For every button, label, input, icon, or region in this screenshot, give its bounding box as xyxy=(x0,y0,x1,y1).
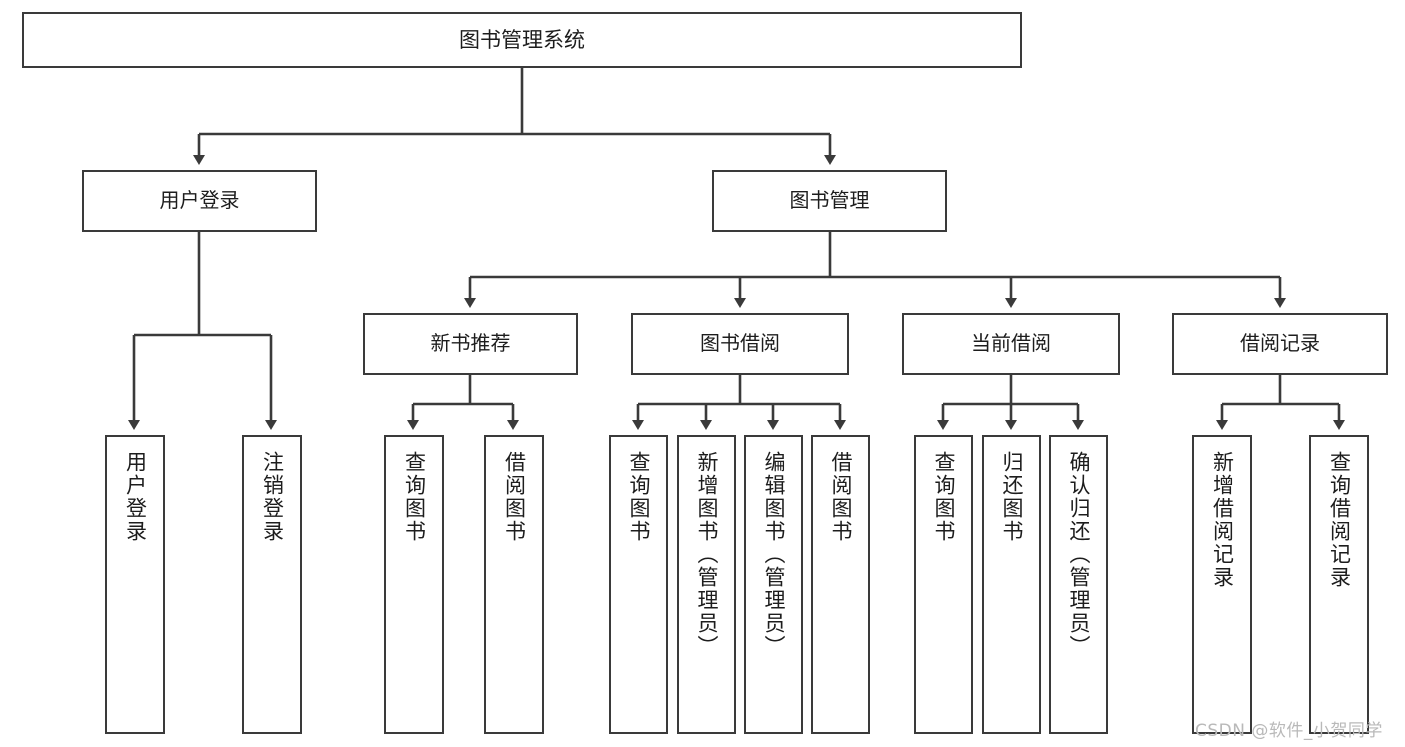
node-book-management[interactable]: 图书管理 xyxy=(712,170,947,232)
leaf-user-login-login[interactable]: 用户登录 xyxy=(105,435,165,734)
leaf-current-borrow-return-book[interactable]: 归还图书 xyxy=(982,435,1041,734)
node-label: 查询图书 xyxy=(402,451,427,543)
leaf-borrow-record-add-record[interactable]: 新增借阅记录 xyxy=(1192,435,1252,734)
node-label: 查询图书 xyxy=(627,451,651,543)
leaf-book-borrow-add-book-admin[interactable]: 新增图书（管理员） xyxy=(677,435,736,734)
node-current-borrow[interactable]: 当前借阅 xyxy=(902,313,1120,375)
leaf-current-borrow-confirm-return-admin[interactable]: 确认归还（管理员） xyxy=(1049,435,1108,734)
leaf-book-borrow-query-book[interactable]: 查询图书 xyxy=(609,435,668,734)
node-label: 用户登录 xyxy=(123,451,148,543)
leaf-new-book-query-book[interactable]: 查询图书 xyxy=(384,435,444,734)
node-user-login[interactable]: 用户登录 xyxy=(82,170,317,232)
node-new-book-recommend[interactable]: 新书推荐 xyxy=(363,313,578,375)
leaf-new-book-borrow-book[interactable]: 借阅图书 xyxy=(484,435,544,734)
node-root-book-management-system[interactable]: 图书管理系统 xyxy=(22,12,1022,68)
node-label: 新增图书（管理员） xyxy=(695,451,719,658)
leaf-borrow-record-query-record[interactable]: 查询借阅记录 xyxy=(1309,435,1369,734)
node-label: 图书管理系统 xyxy=(459,27,585,52)
node-label: 用户登录 xyxy=(159,188,240,213)
csdn-watermark: CSDN @软件_小贺同学 xyxy=(1195,721,1383,741)
node-label: 当前借阅 xyxy=(971,331,1051,356)
node-label: 图书借阅 xyxy=(700,331,780,356)
node-label: 借阅图书 xyxy=(829,451,853,543)
node-label: 查询借阅记录 xyxy=(1327,451,1352,589)
node-borrow-record[interactable]: 借阅记录 xyxy=(1172,313,1388,375)
leaf-book-borrow-edit-book-admin[interactable]: 编辑图书（管理员） xyxy=(744,435,803,734)
node-label: 借阅图书 xyxy=(502,451,527,543)
node-label: 查询图书 xyxy=(932,451,956,543)
node-label: 确认归还（管理员） xyxy=(1067,451,1091,658)
node-label: 新书推荐 xyxy=(430,331,511,356)
node-book-borrow[interactable]: 图书借阅 xyxy=(631,313,849,375)
node-label: 归还图书 xyxy=(1000,451,1024,543)
node-label: 新增借阅记录 xyxy=(1210,451,1235,589)
node-label: 注销登录 xyxy=(260,451,285,543)
leaf-book-borrow-borrow-book[interactable]: 借阅图书 xyxy=(811,435,870,734)
leaf-current-borrow-query-book[interactable]: 查询图书 xyxy=(914,435,973,734)
node-label: 图书管理 xyxy=(789,188,870,213)
node-label: 借阅记录 xyxy=(1240,331,1320,356)
node-label: 编辑图书（管理员） xyxy=(762,451,786,658)
leaf-user-login-logout[interactable]: 注销登录 xyxy=(242,435,302,734)
